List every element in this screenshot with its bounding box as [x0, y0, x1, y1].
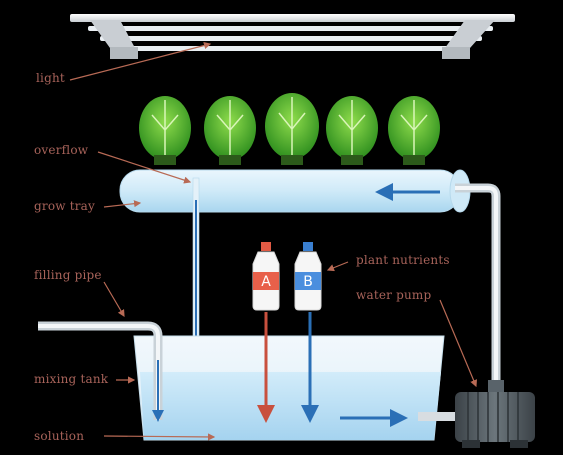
label-solution: solution — [34, 429, 85, 443]
pump-intake-pipe — [418, 412, 458, 421]
mixing-tank — [133, 335, 445, 441]
bottle-a: A — [252, 242, 280, 423]
leader-filling-pipe — [103, 281, 125, 318]
leader-water-pump — [439, 299, 478, 388]
leader-solution — [103, 433, 216, 441]
filling-pipe — [38, 321, 164, 422]
solution-water — [140, 372, 441, 440]
label-light: light — [36, 71, 65, 85]
label-grow-tray: grow tray — [34, 199, 96, 213]
leader-overflow — [97, 151, 192, 184]
label-plant-nutrients: plant nutrients — [356, 253, 450, 267]
bottle-b: B — [294, 242, 322, 423]
return-pipe — [455, 183, 501, 392]
grow-light — [70, 14, 515, 59]
bottle-a-label: A — [261, 274, 271, 290]
leader-plant-nutrients — [326, 261, 349, 272]
label-overflow: overflow — [34, 143, 89, 157]
water-pump — [455, 380, 535, 448]
leader-light — [69, 42, 212, 81]
label-filling-pipe: filling pipe — [34, 268, 102, 282]
bottle-b-label: B — [303, 274, 313, 290]
leader-lines — [69, 42, 478, 441]
leader-grow-tray — [103, 200, 142, 208]
label-water-pump: water pump — [356, 288, 432, 302]
label-mixing-tank: mixing tank — [34, 372, 109, 386]
